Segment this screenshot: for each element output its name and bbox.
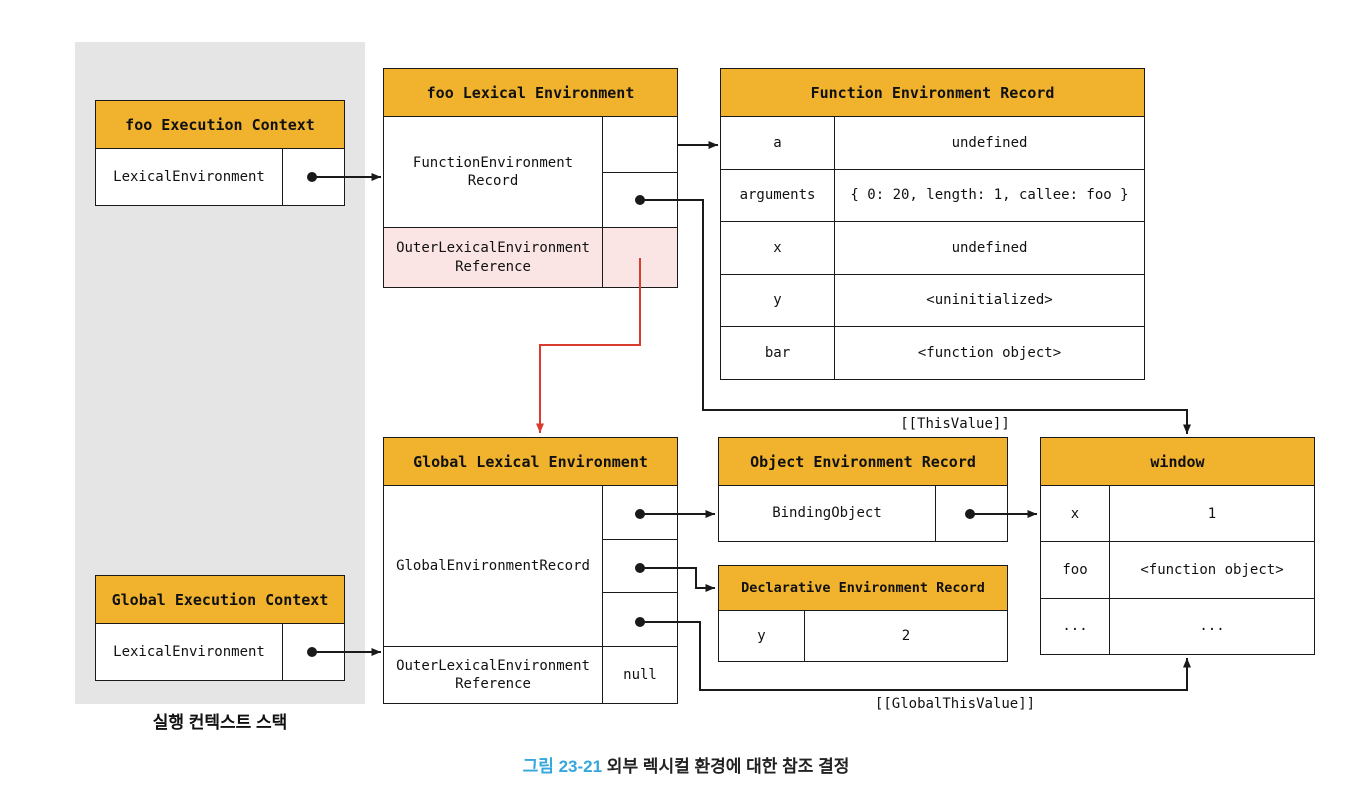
window-value: 1: [1109, 486, 1314, 542]
foo-execution-context-box: foo Execution Context LexicalEnvironment: [95, 100, 345, 206]
table-row: x 1: [1041, 486, 1314, 542]
window-object-title: window: [1041, 438, 1314, 486]
fer-key: a: [773, 134, 782, 151]
gle-outer-reference-label: OuterLexicalEnvironment Reference: [396, 657, 590, 692]
foo-ec-pointer-cell: [282, 149, 344, 205]
binding-object-pointer-cell: [935, 486, 1007, 541]
window-key: ...: [1062, 618, 1088, 635]
window-key: foo: [1062, 561, 1088, 578]
foo-lexical-environment-box: foo Lexical Environment FunctionEnvironm…: [383, 68, 678, 288]
table-row: foo <function object>: [1041, 541, 1314, 598]
fer-key: bar: [764, 345, 791, 362]
table-row: y <uninitialized>: [721, 273, 1144, 327]
gle-record-pointer-cell-3: [603, 592, 677, 646]
global-ec-pointer-cell: [282, 624, 344, 680]
der-key: y: [757, 627, 766, 644]
table-row: y 2: [719, 611, 1007, 661]
global-ec-lexical-environment-label: LexicalEnvironment: [113, 643, 265, 660]
window-value: <function object>: [1109, 542, 1314, 598]
foo-execution-context-title: foo Execution Context: [96, 101, 344, 149]
gle-record-pointer-cell-1: [603, 486, 677, 539]
this-value-label: [[ThisValue]]: [900, 416, 1010, 432]
execution-context-stack-label: 실행 컨텍스트 스택: [152, 713, 288, 732]
figure-caption-text: 외부 렉시컬 환경에 대한 참조 결정: [602, 757, 850, 776]
global-lexical-environment-box: Global Lexical Environment GlobalEnviron…: [383, 437, 678, 704]
table-row: ... ...: [1041, 597, 1314, 654]
binding-object-label: BindingObject: [772, 505, 882, 522]
foo-le-outer-reference-label: OuterLexicalEnvironment Reference: [396, 240, 590, 275]
global-this-value-label: [[GlobalThisValue]]: [874, 696, 1036, 712]
foo-lexical-environment-title: foo Lexical Environment: [384, 69, 677, 117]
figure-caption-number: 그림 23-21: [522, 757, 603, 776]
fer-value: { 0: 20, length: 1, callee: foo }: [834, 169, 1144, 222]
fer-value: <function object>: [834, 327, 1144, 379]
global-execution-context-title: Global Execution Context: [96, 576, 344, 624]
declarative-environment-record-title: Declarative Environment Record: [719, 566, 1007, 611]
table-row: x undefined: [721, 221, 1144, 274]
function-environment-record-label: FunctionEnvironment Record: [412, 154, 574, 189]
foo-le-record-pointer-cell-2: [603, 171, 677, 228]
fer-value: undefined: [834, 117, 1144, 169]
fer-key: y: [773, 292, 782, 309]
global-environment-record-label: GlobalEnvironmentRecord: [396, 557, 590, 574]
foo-ec-lexical-environment-label: LexicalEnvironment: [113, 168, 265, 185]
function-environment-record-table: Function Environment Record a undefined …: [720, 68, 1145, 380]
foo-le-record-pointer-cell-1: [603, 117, 677, 172]
table-row: arguments { 0: 20, length: 1, callee: fo…: [721, 168, 1144, 222]
global-execution-context-box: Global Execution Context LexicalEnvironm…: [95, 575, 345, 681]
fer-key: x: [773, 239, 782, 256]
object-environment-record-box: Object Environment Record BindingObject: [718, 437, 1008, 542]
window-value: ...: [1109, 598, 1314, 654]
fer-key: arguments: [739, 187, 816, 204]
table-row: a undefined: [721, 117, 1144, 169]
function-environment-record-title: Function Environment Record: [721, 69, 1144, 117]
figure-caption: 그림 23-21 외부 렉시컬 환경에 대한 참조 결정: [0, 752, 1372, 777]
fer-value: <uninitialized>: [834, 274, 1144, 327]
object-environment-record-title: Object Environment Record: [719, 438, 1007, 486]
window-object-table: window x 1 foo <function object> ... ...: [1040, 437, 1315, 655]
gle-outer-reference-value: null: [602, 647, 677, 703]
foo-le-outer-reference-pointer-cell: [602, 228, 677, 287]
declarative-environment-record-box: Declarative Environment Record y 2: [718, 565, 1008, 662]
gle-record-pointer-cell-2: [603, 538, 677, 593]
window-key: x: [1070, 505, 1080, 522]
table-row: bar <function object>: [721, 326, 1144, 379]
global-lexical-environment-title: Global Lexical Environment: [384, 438, 677, 486]
der-value: 2: [804, 611, 1007, 661]
fer-value: undefined: [834, 222, 1144, 274]
